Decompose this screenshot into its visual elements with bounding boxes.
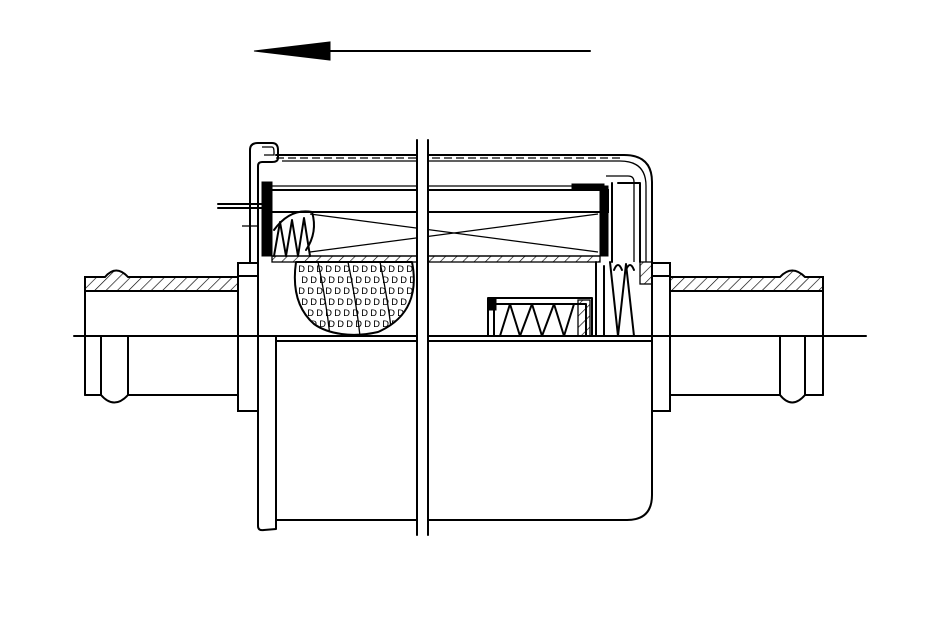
filter-media-glyph: D (316, 309, 323, 319)
spring-cup (487, 297, 593, 337)
filter-media-glyph: D (307, 265, 314, 275)
filter-media-glyph: D (364, 276, 371, 286)
filter-media-glyph: D (373, 298, 380, 308)
filter-media-glyph: D (316, 265, 323, 275)
filter-media-glyph: D (391, 298, 398, 308)
filter-media-glyph: D (334, 265, 341, 275)
filter-media-glyph: D (346, 276, 353, 286)
filter-media-glyph: D (370, 287, 377, 297)
filter-media-glyph: D (328, 320, 335, 330)
filter-media-glyph: D (406, 309, 413, 319)
filter-media-glyph: D (346, 298, 353, 308)
filter-media-glyph: D (310, 276, 317, 286)
filter-media-glyph: D (337, 298, 344, 308)
filter-media-glyph: D (301, 298, 308, 308)
filter-media-glyph: D (388, 287, 395, 297)
filter-media-glyph: D (373, 320, 380, 330)
right-outlet-pipe (651, 262, 824, 412)
filter-media-glyph: D (382, 298, 389, 308)
filter-media-glyph: D (334, 287, 341, 297)
filter-media-glyph: D (397, 265, 404, 275)
filter-media-glyph: D (307, 287, 314, 297)
filter-media-glyph: D (391, 276, 398, 286)
housing-upper-half (249, 142, 653, 263)
filter-media-glyph: D (379, 287, 386, 297)
filter-media-glyph: D (337, 276, 344, 286)
filter-media-glyph: D (337, 320, 344, 330)
filter-media-glyph: D (397, 287, 404, 297)
filter-media-glyph: D (370, 265, 377, 275)
filter-media-glyph: D (361, 265, 368, 275)
filter-media-glyph: D (325, 287, 332, 297)
filter-media-glyph: D (379, 309, 386, 319)
filter-media-glyph: D (400, 276, 407, 286)
filter-media-glyph: D (325, 265, 332, 275)
filter-media-glyph: D (301, 276, 308, 286)
filter-media-glyph: D (319, 276, 326, 286)
filter-media-glyph: D (364, 298, 371, 308)
filter-media-glyph: D (361, 309, 368, 319)
filter-media-glyph: D (361, 287, 368, 297)
filter-media-glyph: D (355, 298, 362, 308)
filter-media-glyph: D (328, 276, 335, 286)
filter-media-glyph: D (355, 320, 362, 330)
filter-media-glyph: D (406, 265, 413, 275)
filter-media-glyph: D (409, 276, 416, 286)
spring-coil-icon (273, 210, 315, 257)
filter-media-glyph: D (343, 265, 350, 275)
break-lines (416, 139, 429, 536)
spring-coil-icon (595, 261, 653, 337)
filter-media-glyph: D (370, 309, 377, 319)
filter-media-glyph: D (388, 265, 395, 275)
filter-media-glyph: D (400, 320, 407, 330)
filter-media-glyph: D (382, 320, 389, 330)
filter-media-glyph: D (334, 309, 341, 319)
filter-media-glyph: D (352, 265, 359, 275)
filter-media-glyph: D (406, 287, 413, 297)
filter-media-glyph: D (319, 320, 326, 330)
filter-media-glyph: D (316, 287, 323, 297)
filter-media-glyph: D (382, 276, 389, 286)
flow-direction-arrow-icon (253, 41, 591, 61)
filter-media-glyph: D (298, 287, 305, 297)
filter-media-glyph: D (352, 309, 359, 319)
filter-media-glyph: D (307, 309, 314, 319)
housing-lower-half (257, 335, 653, 532)
filter-media-glyph: D (388, 309, 395, 319)
filter-media-glyph: D (298, 265, 305, 275)
filter-media-glyph: D (319, 298, 326, 308)
filter-media-glyph: D (325, 309, 332, 319)
filter-media-glyph: D (346, 320, 353, 330)
filter-media-glyph: D (301, 320, 308, 330)
mounting-bracket (217, 203, 263, 241)
filter-media-glyph: D (409, 320, 416, 330)
filter-media-glyph: D (343, 287, 350, 297)
filter-media-glyph: D (373, 276, 380, 286)
filter-media-glyph: D (343, 309, 350, 319)
filter-cartridge (261, 181, 609, 263)
filter-media-glyph: D (397, 309, 404, 319)
filter-media-glyph: D (355, 276, 362, 286)
filter-media-glyph: D (379, 265, 386, 275)
filter-media-glyph: D (364, 320, 371, 330)
filter-media-glyph: D (328, 298, 335, 308)
filter-media-glyph: D (310, 298, 317, 308)
filter-media-glyph: D (352, 287, 359, 297)
filter-media-glyph: D (400, 298, 407, 308)
